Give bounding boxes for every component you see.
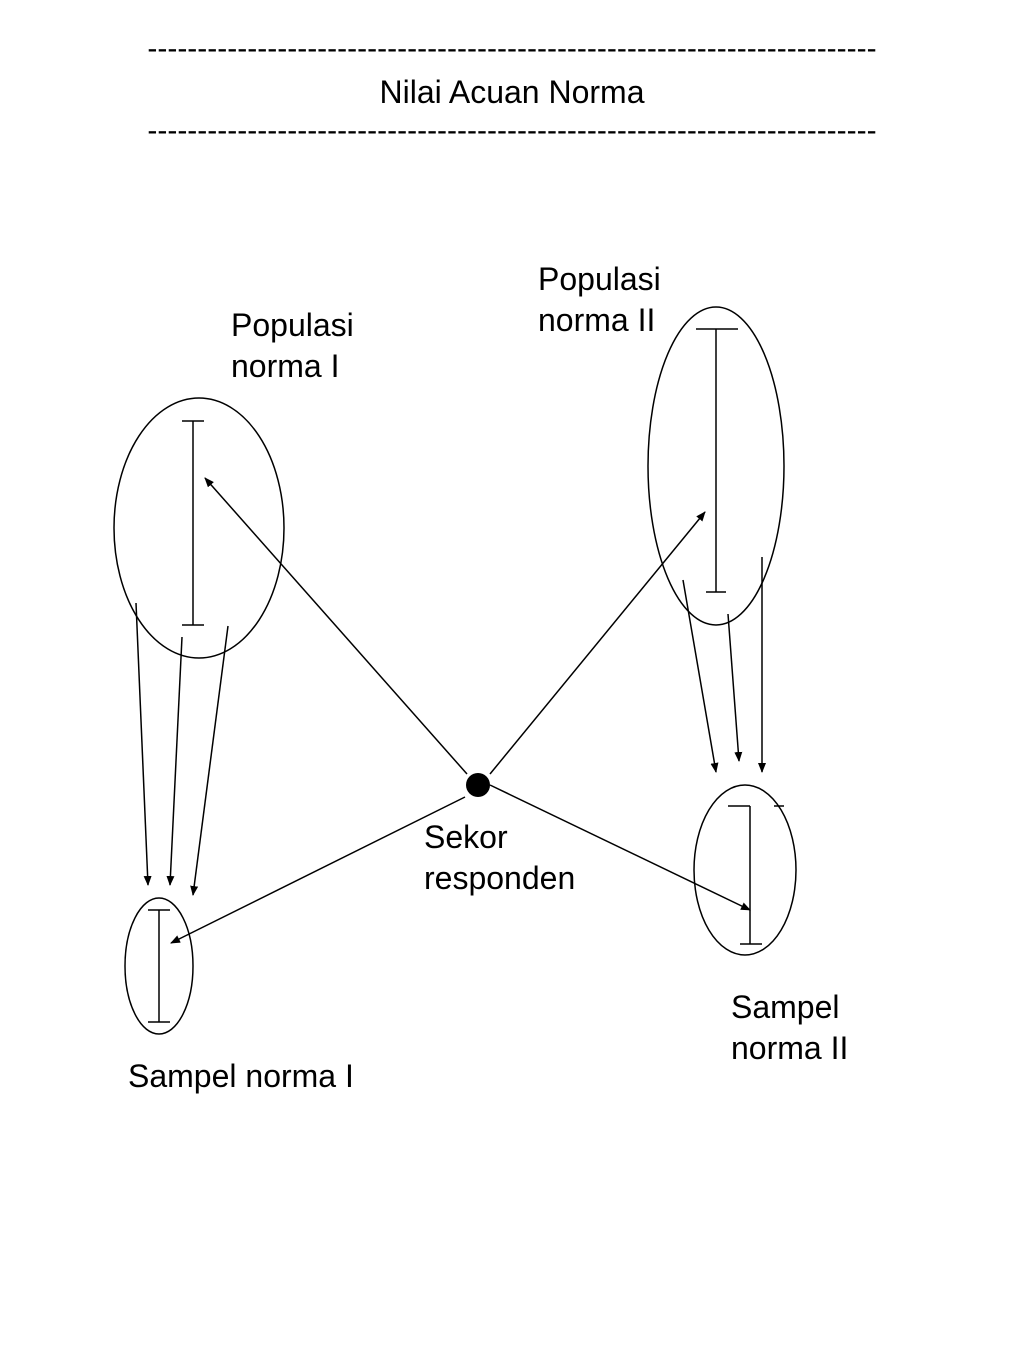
sample-norm-1-ellipse [124,897,194,1035]
sample-norm-2-label-line2: norma II [731,1030,849,1066]
respondent-score-label: Sekor responden [424,817,575,899]
respondent-score-dot [466,773,490,797]
population-norm-2-label-line2: norma II [538,302,656,338]
header-divider-bottom: ----------------------------------------… [147,116,877,146]
respondent-arrows [170,477,751,944]
sample-norm-2-ellipse [693,784,797,956]
population-norm-2-label: Populasi norma II [538,259,661,341]
population-norm-2-ellipse [647,306,785,626]
respondent-score-label-line1: Sekor [424,819,508,855]
sampling-arrows-norm-1 [135,602,229,896]
sample-norm-1-label: Sampel norma I [128,1058,354,1094]
population-norm-1-ellipse [113,397,285,659]
sample-norm-2-label: Sampel norma II [731,987,848,1069]
header-divider-top: ----------------------------------------… [147,34,877,64]
population-norm-1-label-line2: norma I [231,348,340,384]
population-norm-1-label: Populasi norma I [231,305,354,387]
sampling-arrows-norm-2 [682,557,766,773]
population-norm-1-label-line1: Populasi [231,307,354,343]
population-norm-2-label-line1: Populasi [538,261,661,297]
respondent-score-label-line2: responden [424,860,576,896]
page-title: Nilai Acuan Norma [379,74,645,110]
sample-norm-2-label-line1: Sampel [731,989,840,1025]
